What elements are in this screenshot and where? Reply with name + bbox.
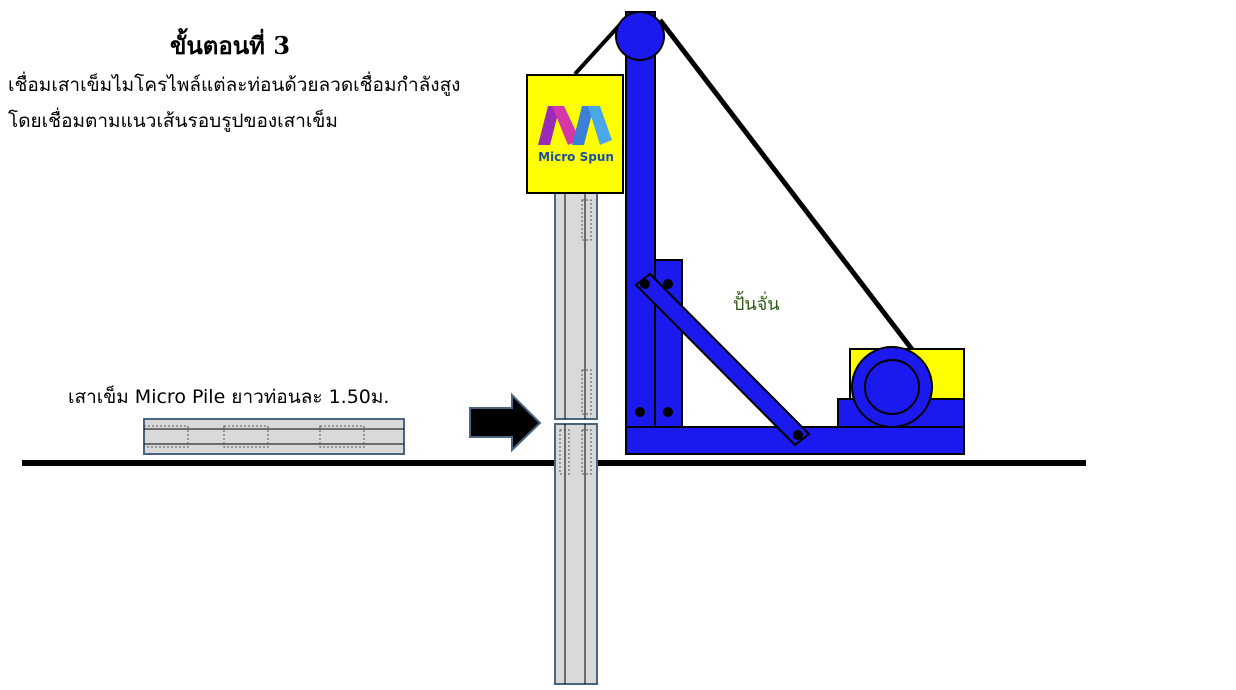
- rig-diagonal-brace: [634, 272, 811, 447]
- rig-label: ปั้นจั่น: [733, 294, 780, 315]
- pile-caption: เสาเข็ม Micro Pile ยาวท่อนละ 1.50ม.: [68, 386, 390, 408]
- winch-drum-icon: [851, 346, 933, 428]
- top-pulley-icon: [615, 11, 665, 61]
- vertical-pile-lower-segment: [554, 423, 598, 685]
- rig-rivets: [635, 279, 803, 440]
- micro-spun-logo-icon: [538, 106, 612, 145]
- vertical-pile-upper-segment: [554, 191, 598, 420]
- description-line-1: เชื่อมเสาเข็มไมโครไพล์แต่ละท่อนด้วยลวดเช…: [8, 74, 461, 96]
- cable-main: [658, 18, 916, 354]
- brand-label: Micro Spun: [538, 150, 614, 164]
- step-title: ขั้นตอนที่ 3: [169, 31, 291, 60]
- rig-mast: [625, 11, 656, 455]
- description-line-2: โดยเชื่อมตามแนวเส้นรอบรูปของเสาเข็ม: [8, 110, 338, 132]
- right-arrow-icon: [469, 392, 542, 453]
- horizontal-pile-segment: [143, 418, 405, 455]
